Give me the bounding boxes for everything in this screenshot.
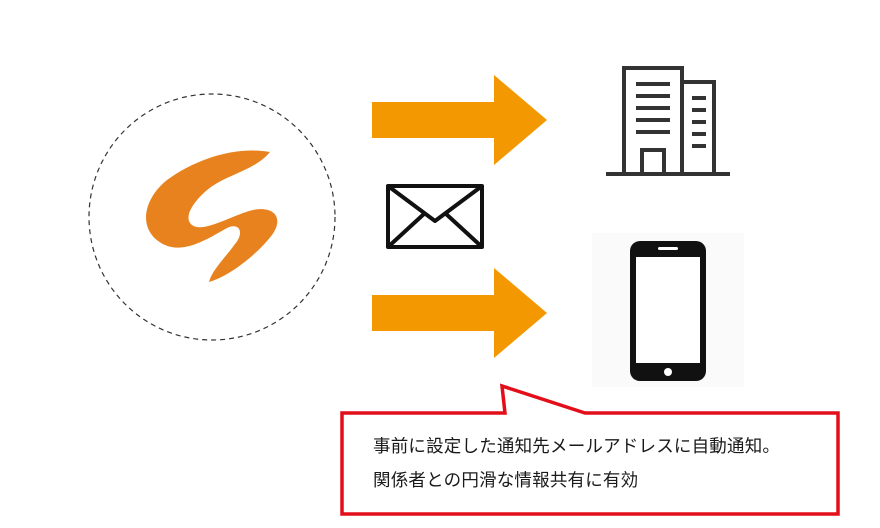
smartphone-icon [592,233,744,387]
brand-logo-icon [146,150,278,282]
arrow-right-icon [372,75,547,165]
logo-circle [88,93,336,341]
callout-text-line-1: 事前に設定した通知先メールアドレスに自動通知。 [373,437,781,457]
arrow-right-icon [372,268,547,358]
office-building-icon [606,66,730,176]
callout-text-line-2: 関係者との円滑な情報共有に有効 [373,471,639,491]
callout-bubble [340,383,840,516]
envelope-icon [386,184,484,249]
